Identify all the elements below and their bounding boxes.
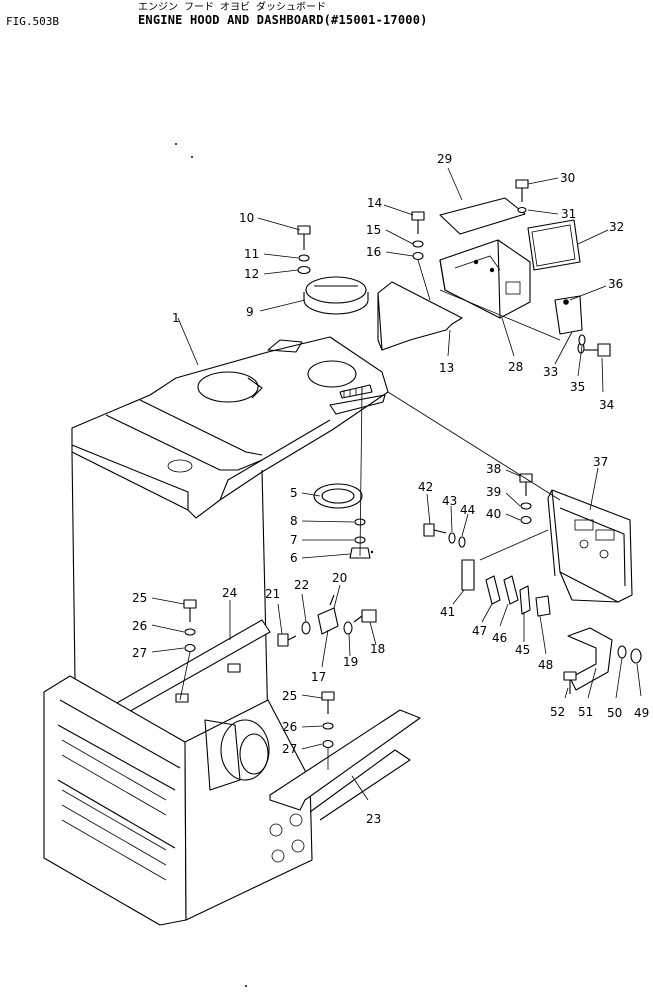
callout: 44 <box>460 503 475 517</box>
callout: 27 <box>282 742 297 756</box>
callout: 26 <box>282 720 297 734</box>
callout: 30 <box>560 171 575 185</box>
callout: 43 <box>442 494 457 508</box>
callout: 41 <box>440 605 455 619</box>
callout: 11 <box>244 247 259 261</box>
callout: 26 <box>132 619 147 633</box>
callout: 1 <box>172 311 180 325</box>
callout: 7 <box>290 533 298 547</box>
callout: 22 <box>294 578 309 592</box>
callout: 9 <box>246 305 254 319</box>
callout: 34 <box>599 398 614 412</box>
callout: 52 <box>550 705 565 719</box>
callout: 49 <box>634 706 649 720</box>
callout: 21 <box>265 587 280 601</box>
callout: 27 <box>132 646 147 660</box>
callout: 35 <box>570 380 585 394</box>
callout: 23 <box>366 812 381 826</box>
callout: 40 <box>486 507 501 521</box>
callout: 19 <box>343 655 358 669</box>
hardware <box>179 179 642 770</box>
side-plate <box>377 281 463 351</box>
callout: 29 <box>437 152 452 166</box>
callout: 47 <box>472 624 487 638</box>
right-cover <box>269 709 421 811</box>
pre-cleaner <box>303 276 369 315</box>
callout: 15 <box>366 223 381 237</box>
callout: 18 <box>370 642 385 656</box>
callout: 32 <box>609 220 624 234</box>
callout-labels: 1 5 6 7 8 9 10 11 12 13 14 15 16 <box>132 152 649 826</box>
callout: 25 <box>132 591 147 605</box>
callout: 14 <box>367 196 382 210</box>
callout: 48 <box>538 658 553 672</box>
callout: 25 <box>282 689 297 703</box>
callout: 8 <box>290 514 298 528</box>
callout: 5 <box>290 486 298 500</box>
figure-number: FIG.503B <box>6 15 59 28</box>
engine-hood <box>71 336 389 731</box>
connector-bracket <box>567 627 613 691</box>
callout: 51 <box>578 705 593 719</box>
dashboard-box <box>439 197 583 335</box>
callout: 45 <box>515 643 530 657</box>
callout: 39 <box>486 485 501 499</box>
callout: 16 <box>366 245 381 259</box>
callout: 33 <box>543 365 558 379</box>
callout: 31 <box>561 207 576 221</box>
callout: 37 <box>593 455 608 469</box>
instrument-panel <box>547 489 633 603</box>
callout: 24 <box>222 586 237 600</box>
callout: 38 <box>486 462 501 476</box>
callout: 20 <box>332 571 347 585</box>
callout: 12 <box>244 267 259 281</box>
callout: 13 <box>439 361 454 375</box>
kana-title: エンジン フード オヨビ ダッシュボード <box>138 2 327 13</box>
callout: 17 <box>311 670 326 684</box>
radiator <box>43 675 313 926</box>
callout: 36 <box>608 277 623 291</box>
callout: 46 <box>492 631 507 645</box>
diagram-title: ENGINE HOOD AND DASHBOARD(#15001-17000) <box>138 13 428 27</box>
callout: 6 <box>290 551 298 565</box>
callout: 42 <box>418 480 433 494</box>
callout: 50 <box>607 706 622 720</box>
callout: 28 <box>508 360 523 374</box>
callout: 10 <box>239 211 254 225</box>
